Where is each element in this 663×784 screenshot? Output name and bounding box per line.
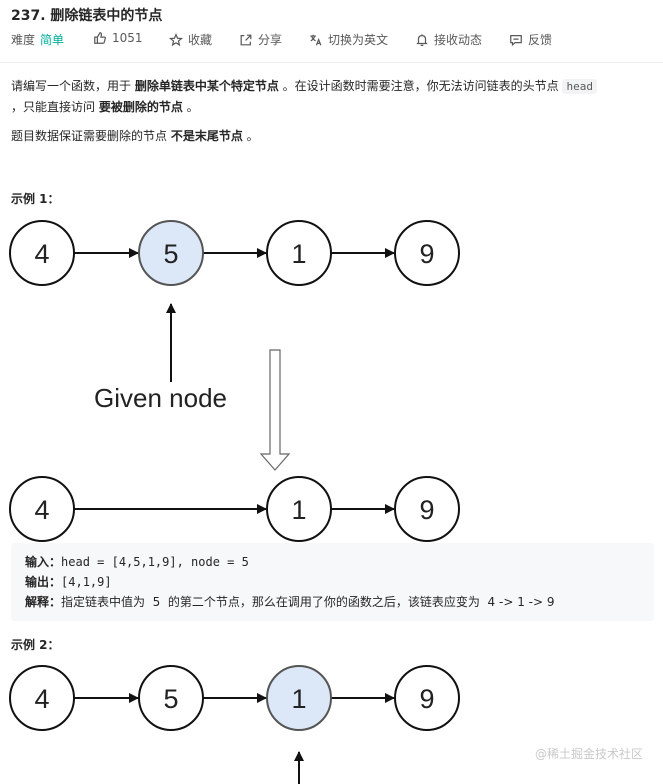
example-1-code-block: 输入：head = [4,5,1,9], node = 5 输出：[4,1,9]… [11, 543, 654, 621]
desc-text: 题目数据保证需要删除的节点 [11, 129, 171, 143]
list-node-value: 9 [419, 495, 434, 525]
watermark: @稀土掘金技术社区 [534, 747, 643, 761]
list-node-value: 1 [291, 495, 306, 525]
explanation-line: 解释：指定链表中值为 5 的第二个节点，那么在调用了你的函数之后，该链表应变为 … [25, 592, 640, 612]
list-node [394, 665, 460, 731]
share-icon [240, 34, 252, 45]
example-1-label: 示例 1： [11, 192, 60, 206]
desc-text: 。 [182, 100, 199, 114]
star-icon [169, 32, 183, 46]
desc-bold: 不是末尾节点 [170, 129, 243, 143]
desc-text: 。在设计函数时需要注意，你无法访问链表的头节点 [278, 79, 563, 93]
thumbs-up-icon [94, 32, 106, 44]
translate-icon [310, 34, 322, 45]
favorite-label: 收藏 [188, 33, 213, 47]
desc-text: 。 [242, 129, 259, 143]
example-2-label: 示例 2： [11, 638, 60, 652]
list-node-value: 9 [419, 684, 434, 714]
list-node [9, 476, 75, 542]
list-node-value: 1 [291, 239, 306, 269]
list-node [266, 476, 332, 542]
desc-bold: 要被删除的节点 [98, 100, 183, 114]
list-node [9, 220, 75, 286]
list-node-value: 4 [34, 495, 49, 525]
output-value: [4,1,9] [61, 575, 112, 589]
favorite-button[interactable]: 收藏 [169, 31, 212, 48]
example-2-diagram: 4 5 1 9 [9, 665, 460, 784]
inline-code-head: head [562, 79, 597, 94]
difficulty-value: 简单 [40, 33, 65, 47]
difficulty-label: 难度 [11, 33, 36, 47]
example-1-diagram: 4 5 1 9 Given node 4 1 9 [9, 220, 460, 542]
share-button[interactable]: 分享 [239, 31, 282, 48]
list-node-value: 4 [34, 239, 49, 269]
share-label: 分享 [258, 33, 283, 47]
feedback-icon [510, 34, 522, 46]
transform-arrow [259, 349, 291, 471]
output-key: 输出： [25, 575, 62, 589]
desc-text: 请编写一个函数，用于 [11, 79, 135, 93]
input-value: head = [4,5,1,9], node = 5 [61, 555, 249, 569]
linked-list-after: 4 1 9 [9, 476, 460, 542]
input-line: 输入：head = [4,5,1,9], node = 5 [25, 552, 640, 572]
like-count: 1051 [112, 31, 143, 45]
list-node [394, 220, 460, 286]
list-node-highlighted [138, 220, 204, 286]
translate-button[interactable]: 切换为英文 [309, 31, 388, 48]
desc-text: ，只能直接访问 [11, 100, 99, 114]
description-paragraph-2: 题目数据保证需要删除的节点 不是末尾节点 。 [11, 126, 651, 146]
list-node-highlighted [266, 665, 332, 731]
linked-list-before: 4 5 1 9 [9, 665, 460, 731]
list-node [266, 220, 332, 286]
list-node-value: 9 [419, 239, 434, 269]
translate-label: 切换为英文 [328, 33, 389, 47]
feedback-label: 反馈 [528, 33, 553, 47]
desc-bold: 删除单链表中某个特定节点 [134, 79, 279, 93]
description-paragraph-1: 请编写一个函数，用于 删除单链表中某个特定节点 。在设计函数时需要注意，你无法访… [11, 76, 651, 117]
header-divider [0, 62, 663, 63]
explanation-value: 指定链表中值为 5 的第二个节点，那么在调用了你的函数之后，该链表应变为 4 -… [61, 595, 555, 609]
subscribe-label: 接收动态 [434, 33, 483, 47]
list-node-value: 4 [34, 684, 49, 714]
list-node-value: 1 [291, 684, 306, 714]
explanation-key: 解释： [25, 595, 62, 609]
list-node [9, 665, 75, 731]
input-key: 输入： [25, 555, 62, 569]
given-node-label: Given node [94, 383, 227, 413]
list-node [394, 476, 460, 542]
feedback-button[interactable]: 反馈 [509, 31, 552, 48]
list-node-value: 5 [163, 684, 178, 714]
subscribe-button[interactable]: 接收动态 [415, 31, 482, 48]
list-node-value: 5 [163, 239, 178, 269]
bell-icon [416, 33, 428, 46]
problem-title: 237. 删除链表中的节点 [11, 8, 163, 24]
difficulty: 难度 简单 [11, 31, 64, 48]
like-button[interactable]: 1051 [93, 31, 143, 45]
list-node [138, 665, 204, 731]
output-line: 输出：[4,1,9] [25, 572, 640, 592]
linked-list-before: 4 5 1 9 [9, 220, 460, 286]
